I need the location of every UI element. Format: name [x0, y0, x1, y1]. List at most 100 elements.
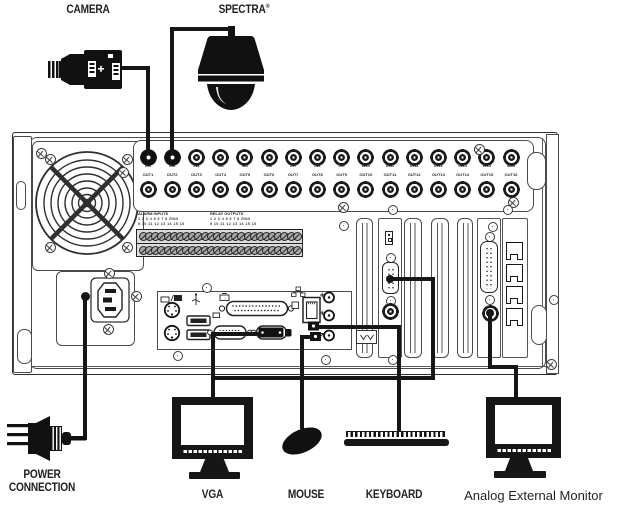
audio-jack	[323, 309, 335, 322]
lan-icon	[291, 286, 306, 297]
bnc-card-connector	[381, 302, 399, 320]
video-in-label: IN15	[482, 163, 492, 168]
right-handle-top	[527, 152, 546, 190]
bnc-video-in-connector	[187, 148, 205, 166]
ps2-port	[163, 324, 181, 342]
relay-outputs-row2: 9 10 11 12 13 14 15 16	[210, 221, 257, 226]
screw-phillips-icon	[118, 167, 129, 178]
vga-monitor-neck	[200, 459, 229, 472]
slot-vent-cover	[356, 218, 373, 358]
video-in-label: IN14	[458, 163, 467, 168]
keyboard-icon	[346, 431, 445, 437]
right-handle-bottom	[531, 305, 547, 345]
video-in-label: IN4	[217, 163, 224, 168]
bnc-video-out-connector	[260, 180, 278, 198]
video-in-label: IN10	[361, 163, 371, 168]
bnc-video-out-connector	[139, 180, 157, 198]
bnc-video-out-connector	[308, 180, 326, 198]
camera-label: CAMERA	[66, 4, 110, 16]
bnc-video-in-connector	[357, 148, 375, 166]
camera-cable	[146, 66, 150, 154]
id-plate-icon	[212, 312, 220, 318]
screw-phillips-icon	[474, 144, 485, 155]
rj45-jack	[506, 308, 523, 326]
bnc-video-in-connector	[284, 148, 302, 166]
analog-monitor-base	[494, 471, 546, 478]
slot-vent-cover	[404, 218, 422, 358]
vga-port	[250, 325, 292, 340]
video-in-label: IN16	[506, 163, 516, 168]
vga-cable	[211, 332, 215, 399]
video-out-label: OUT15	[480, 171, 494, 177]
bnc-video-in-connector	[405, 148, 423, 166]
video-in-label: IN12	[409, 163, 419, 168]
analog-monitor-icon	[486, 397, 561, 458]
bnc-video-in-connector	[236, 148, 254, 166]
screw-slot-icon	[503, 205, 513, 215]
screw-phillips-icon	[103, 324, 114, 335]
video-out-label: OUT10	[359, 171, 373, 177]
relay-outputs-row1: 1 2 3 4 5 6 7 8 GND	[210, 216, 251, 221]
audio-jack	[323, 329, 335, 342]
screw-slot-icon	[173, 351, 183, 361]
rj45-jack	[506, 264, 523, 282]
bnc-video-out-connector	[284, 180, 302, 198]
video-in-label: IN13	[434, 163, 443, 168]
screw-phillips-icon	[546, 359, 557, 370]
mouse-icon	[282, 426, 322, 455]
spectra-cable	[170, 27, 235, 31]
analog-monitor-screen	[494, 404, 553, 445]
video-out-label: OUT11	[383, 171, 397, 177]
vga-cable	[211, 332, 259, 336]
bnc-video-out-connector	[357, 180, 375, 198]
bnc-video-in-connector	[260, 148, 278, 166]
usb-port	[186, 315, 211, 327]
audio-jack	[323, 291, 335, 304]
bnc-video-in-connector	[212, 148, 230, 166]
video-out-label: OUT4	[215, 171, 226, 177]
keyboard-card-cable	[431, 277, 435, 380]
video-out-label: OUT7	[287, 171, 299, 177]
relay-outputs-header: RELAY OUTPUTS	[210, 211, 244, 216]
mouse-label: MOUSE	[287, 489, 325, 501]
screw-phillips-icon	[104, 268, 115, 279]
video-out-label: OUT8	[312, 171, 323, 177]
keyboard-mouse-icon	[160, 294, 182, 303]
printer-icon	[219, 293, 230, 301]
vga-monitor-grill	[182, 450, 243, 453]
keyboard-port	[308, 321, 319, 331]
power-inlet	[90, 277, 130, 323]
screw-phillips-icon	[122, 242, 133, 253]
card-label-plate	[356, 330, 377, 344]
screw-slot-icon	[321, 355, 331, 365]
dip-switch	[385, 231, 393, 245]
mouse-cable	[300, 335, 312, 339]
io-panel	[157, 286, 352, 350]
bnc-video-out-connector	[429, 180, 447, 198]
alarm-inputs-row1: 1 2 3 4 5 6 7 8 GND	[138, 216, 179, 221]
bnc-video-out-connector	[381, 180, 399, 198]
screw-phillips-icon	[338, 202, 349, 213]
video-out-label: OUT9	[336, 171, 347, 177]
keyboard-card-cable	[213, 376, 435, 380]
video-out-label: OUT12	[407, 171, 421, 177]
parallel-port	[218, 300, 295, 317]
video-in-label: IN9	[338, 163, 345, 168]
slot-vent-cover	[457, 218, 473, 358]
vga-monitor-base	[189, 472, 240, 479]
bnc-video-in-connector	[333, 148, 351, 166]
line-in-icon	[318, 292, 325, 339]
power-plug-icon	[7, 416, 86, 461]
bnc-video-in-connector	[163, 148, 181, 166]
screw-phillips-icon	[45, 242, 56, 253]
analog-monitor-neck	[505, 458, 533, 471]
bnc-video-out-connector	[454, 180, 472, 198]
spectra-label: SPECTRA®	[218, 4, 270, 16]
rj45-jack	[506, 286, 523, 304]
chassis-bottom-lip	[13, 366, 556, 367]
bnc-video-out-connector	[187, 180, 205, 198]
vga-monitor-icon	[172, 397, 253, 459]
db26-connector	[480, 241, 498, 293]
screw-slot-icon	[388, 205, 398, 215]
